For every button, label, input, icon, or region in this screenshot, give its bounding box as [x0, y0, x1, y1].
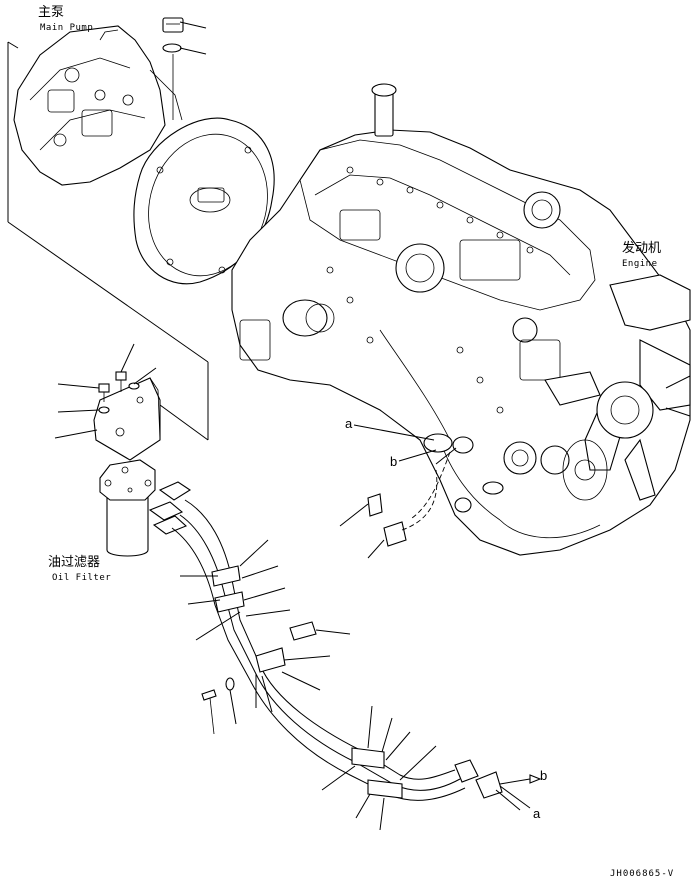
oil-filter: [99, 459, 156, 557]
hose-assembly: [148, 451, 503, 801]
callout-a-lower: a: [533, 806, 541, 821]
filter-bracket: [54, 343, 161, 461]
main-pump-label-en: Main Pump: [40, 23, 93, 33]
callout-b-upper: b: [390, 454, 397, 469]
oil-filter-label-en: Oil Filter: [52, 573, 111, 583]
hose-leader-lines: [180, 447, 542, 831]
engine-assembly: [231, 83, 691, 556]
main-pump-label-cn: 主泵: [38, 5, 64, 20]
main-pump-assembly: [13, 25, 275, 285]
document-id: JH006865-V: [610, 869, 674, 879]
callout-b-lower: b: [540, 768, 547, 783]
pump-top-plug: [162, 17, 207, 120]
engine-label-cn: 发动机: [622, 240, 661, 256]
callout-a-upper: a: [345, 416, 353, 431]
engine-label-en: Engine: [622, 259, 658, 269]
engine-fan: [544, 274, 691, 501]
oil-filter-label-cn: 油过滤器: [48, 555, 100, 570]
bracket-frame-lines: [7, 41, 209, 441]
